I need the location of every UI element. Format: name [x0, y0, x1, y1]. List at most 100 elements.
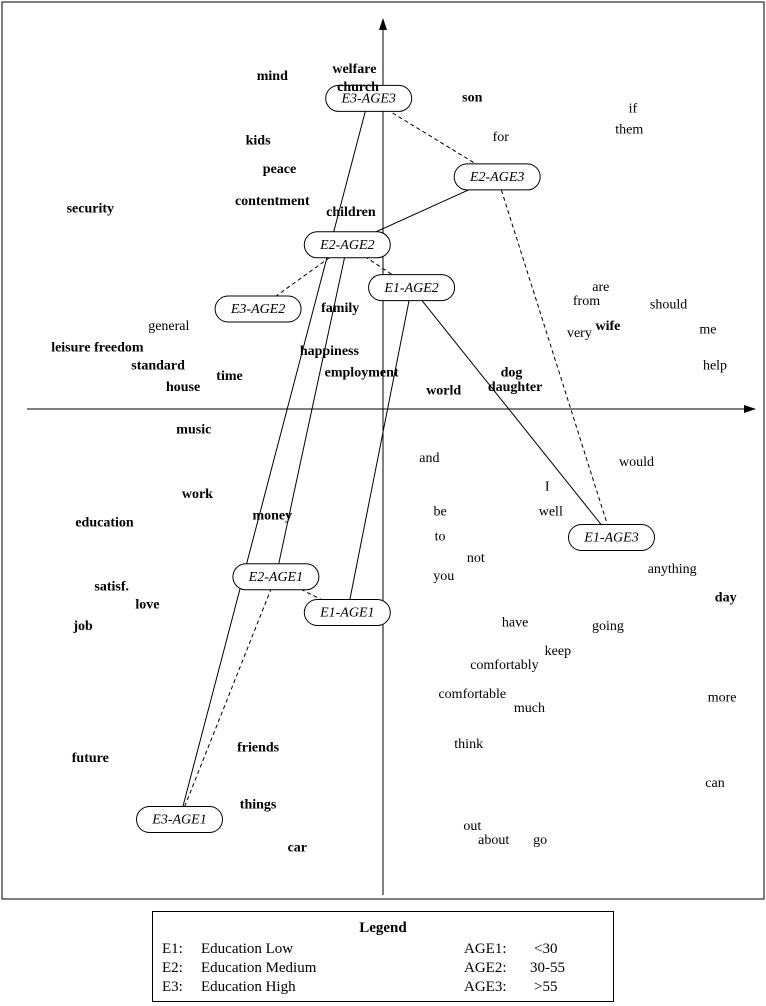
legend-desc: <30	[534, 941, 558, 957]
group-node-label: E2-AGE2	[319, 238, 374, 253]
legend-item-e1: E1: Education Low	[162, 941, 362, 960]
group-node-e3-age3: E3-AGE3	[325, 84, 413, 112]
word-label-education: education	[75, 515, 134, 530]
legend-code: AGE1:	[464, 941, 507, 957]
word-label-standard: standard	[131, 358, 185, 373]
group-node-box	[303, 231, 391, 259]
word-label-contentment: contentment	[235, 194, 310, 209]
word-label-for: for	[493, 130, 510, 145]
group-node-label: E2-AGE3	[469, 170, 524, 185]
word-label-kids: kids	[246, 134, 271, 149]
legend-item-age1: AGE1: <30	[464, 941, 604, 960]
legend-desc: 30-55	[530, 960, 565, 976]
legend-desc: Education Medium	[201, 960, 317, 976]
word-label-happiness: happiness	[300, 344, 360, 359]
word-label-day: day	[715, 590, 737, 605]
word-label-employment: employment	[325, 366, 399, 381]
group-node-label: E3-AGE3	[340, 92, 395, 107]
word-label-leisure-freedom: leisure freedom	[51, 341, 144, 356]
group-node-e2-age3: E2-AGE3	[453, 163, 541, 191]
word-label-about: about	[478, 833, 509, 848]
group-node-box	[568, 524, 655, 551]
word-label-satisf: satisf.	[94, 580, 129, 595]
word-label-out: out	[463, 819, 481, 834]
word-label-should: should	[650, 298, 687, 313]
group-node-box	[303, 599, 391, 626]
word-label-job: job	[72, 619, 93, 634]
word-label-i: I	[545, 480, 550, 495]
group-node-e2-age2: E2-AGE2	[303, 231, 391, 259]
connection-e1-age2-to-e1-age3	[411, 287, 612, 538]
word-label-son: son	[462, 91, 482, 106]
word-label-wife: wife	[595, 319, 620, 334]
group-node-box	[325, 84, 413, 112]
group-node-box	[232, 563, 320, 591]
legend: Legend E1: Education Low E2: Education M…	[152, 911, 614, 1002]
word-label-future: future	[72, 751, 109, 766]
connection-e3-age1-to-e2-age1	[179, 576, 277, 820]
group-node-label: E3-AGE1	[151, 813, 206, 828]
word-label-dog: dog	[501, 366, 523, 381]
word-label-think: think	[454, 737, 483, 752]
word-label-children: children	[326, 205, 376, 220]
group-node-box	[368, 274, 456, 302]
word-label-if: if	[629, 101, 638, 116]
group-node-e1-age2: E1-AGE2	[368, 274, 456, 302]
legend-code: E2:	[162, 960, 183, 976]
word-label-go: go	[533, 833, 547, 848]
word-label-going: going	[592, 619, 624, 634]
word-label-music: music	[176, 423, 211, 438]
legend-item-e2: E2: Education Medium	[162, 960, 362, 979]
word-label-much: much	[514, 701, 545, 716]
word-label-things: things	[240, 798, 277, 813]
legend-item-age2: AGE2: 30-55	[464, 960, 604, 979]
connection-e3-age3-to-e3-age1	[179, 98, 370, 820]
group-node-box	[453, 163, 541, 191]
word-label-be: be	[433, 505, 446, 520]
word-label-friends: friends	[237, 740, 280, 755]
legend-desc: Education Low	[201, 941, 294, 957]
word-label-time: time	[216, 369, 242, 384]
word-label-love: love	[135, 598, 159, 613]
word-label-not: not	[467, 551, 485, 566]
word-label-work: work	[182, 487, 213, 502]
connection-e2-age3-to-e1-age3	[496, 176, 612, 538]
word-label-car: car	[288, 840, 307, 855]
word-label-well: well	[539, 505, 563, 520]
group-node-label: E2-AGE1	[248, 570, 303, 585]
legend-desc: >55	[534, 979, 558, 995]
word-label-world: world	[426, 383, 461, 398]
word-label-church: church	[337, 80, 379, 95]
word-label-welfare: welfare	[332, 62, 376, 77]
legend-code: E1:	[162, 941, 183, 957]
word-label-security: security	[67, 201, 114, 216]
group-node-e3-age1: E3-AGE1	[136, 806, 223, 833]
legend-code: AGE2:	[464, 960, 507, 976]
legend-desc: Education High	[201, 979, 296, 995]
word-label-house: house	[166, 380, 200, 395]
group-node-label: E1-AGE2	[383, 281, 438, 296]
word-label-peace: peace	[263, 162, 296, 177]
group-node-label: E3-AGE2	[230, 302, 285, 317]
group-node-e1-age1: E1-AGE1	[303, 599, 391, 626]
word-label-and: and	[419, 451, 439, 466]
word-label-can: can	[705, 776, 724, 791]
word-label-very: very	[567, 326, 592, 341]
words-layer: mind welfare church son if them kids for peace co…	[51, 62, 736, 855]
legend-code: E3:	[162, 979, 183, 995]
legend-title: Legend	[359, 920, 407, 936]
group-node-e3-age2: E3-AGE2	[214, 295, 302, 323]
word-label-comfortably: comfortably	[470, 658, 538, 673]
group-node-label: E1-AGE1	[319, 606, 374, 621]
word-label-have: have	[502, 615, 528, 630]
word-label-are: are	[592, 280, 609, 295]
word-label-to: to	[435, 530, 446, 545]
word-label-daughter: daughter	[488, 380, 542, 395]
group-node-box	[214, 295, 302, 323]
word-label-from: from	[573, 294, 600, 309]
word-label-mind: mind	[257, 69, 288, 84]
group-node-e2-age1: E2-AGE1	[232, 563, 320, 591]
word-label-comfortable: comfortable	[438, 687, 506, 702]
word-label-them: them	[615, 123, 643, 138]
